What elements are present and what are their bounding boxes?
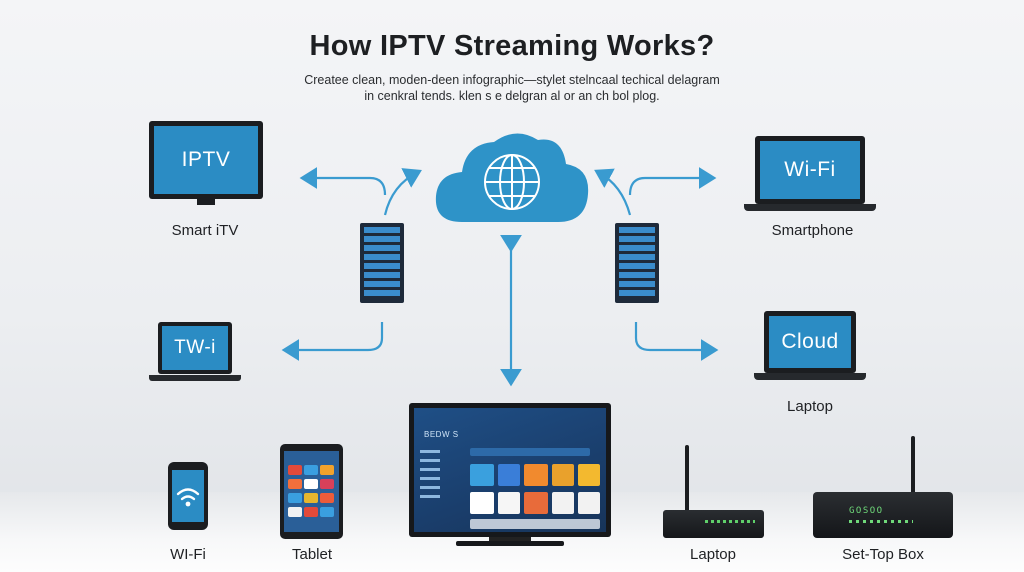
laptop-right-top-screen: Wi-Fi	[760, 141, 860, 199]
page-title: How IPTV Streaming Works?	[309, 30, 715, 62]
laptop-left-base	[149, 375, 241, 381]
big-tv-stand	[456, 541, 564, 546]
laptop-right-mid-screen: Cloud	[769, 316, 851, 368]
laptop-right-top-label: Smartphone	[771, 222, 854, 239]
server-rack-icon-right	[615, 223, 659, 303]
big-tv-neck	[489, 537, 531, 542]
set-top-box: GOSOO	[813, 492, 953, 538]
router	[663, 510, 764, 538]
big-tv: BEDW S	[409, 403, 611, 537]
router-label: Laptop	[690, 546, 736, 563]
app-tile	[578, 464, 600, 486]
app-tile	[552, 492, 574, 514]
app-tile	[498, 492, 520, 514]
big-tv-searchbar	[470, 448, 590, 456]
set-top-box-leds	[849, 520, 913, 523]
arrow-to-left-laptop	[281, 322, 384, 361]
app-tile	[470, 492, 494, 514]
phone	[168, 462, 208, 530]
app-tile	[552, 464, 574, 486]
smart-tv-stand	[197, 199, 215, 205]
smart-tv-screen: IPTV	[154, 126, 258, 194]
app-tile	[498, 464, 520, 486]
tablet-screen	[284, 451, 339, 532]
laptop-right-top: Wi-Fi	[755, 136, 865, 204]
app-tile	[524, 464, 548, 486]
app-row	[470, 519, 600, 529]
subtitle-line-2: in cenkral tends. klen s e delgran al or…	[364, 89, 660, 103]
smart-tv: IPTV	[149, 121, 263, 199]
laptop-right-mid: Cloud	[764, 311, 856, 373]
set-top-box-display: GOSOO	[849, 506, 884, 516]
app-tile	[578, 492, 600, 514]
subtitle-line-1: Createe clean, moden-deen infographic—st…	[304, 73, 720, 87]
wifi-icon	[176, 488, 200, 507]
phone-label: WI-Fi	[170, 546, 206, 563]
big-tv-screen: BEDW S	[414, 408, 606, 532]
tablet	[280, 444, 343, 539]
set-top-box-label: Set-Top Box	[842, 546, 924, 563]
big-tv-header: BEDW S	[424, 430, 459, 439]
arrow-to-smart-tv	[299, 167, 387, 196]
laptop-left-screen: TW-i	[162, 326, 228, 370]
smart-tv-label: Smart iTV	[171, 222, 239, 239]
laptop-right-top-base	[744, 204, 876, 211]
arrow-server-left-to-cloud	[383, 168, 422, 216]
router-leds	[705, 520, 755, 523]
globe-cloud-icon	[435, 133, 589, 222]
arrow-to-right-laptop	[634, 322, 719, 361]
tablet-label: Tablet	[291, 546, 333, 563]
app-tile	[524, 492, 548, 514]
server-rack-icon-left	[360, 223, 404, 303]
router-antenna	[685, 445, 689, 515]
phone-screen	[172, 470, 204, 522]
laptop-left: TW-i	[158, 322, 232, 374]
laptop-right-mid-label: Laptop	[787, 398, 833, 415]
app-tile	[470, 464, 494, 486]
big-tv-sidebar	[420, 444, 440, 528]
laptop-right-mid-base	[754, 373, 866, 380]
set-top-box-antenna	[911, 436, 915, 496]
arrow-to-wifi-laptop	[628, 167, 717, 196]
arrow-server-right-to-cloud	[594, 168, 632, 216]
